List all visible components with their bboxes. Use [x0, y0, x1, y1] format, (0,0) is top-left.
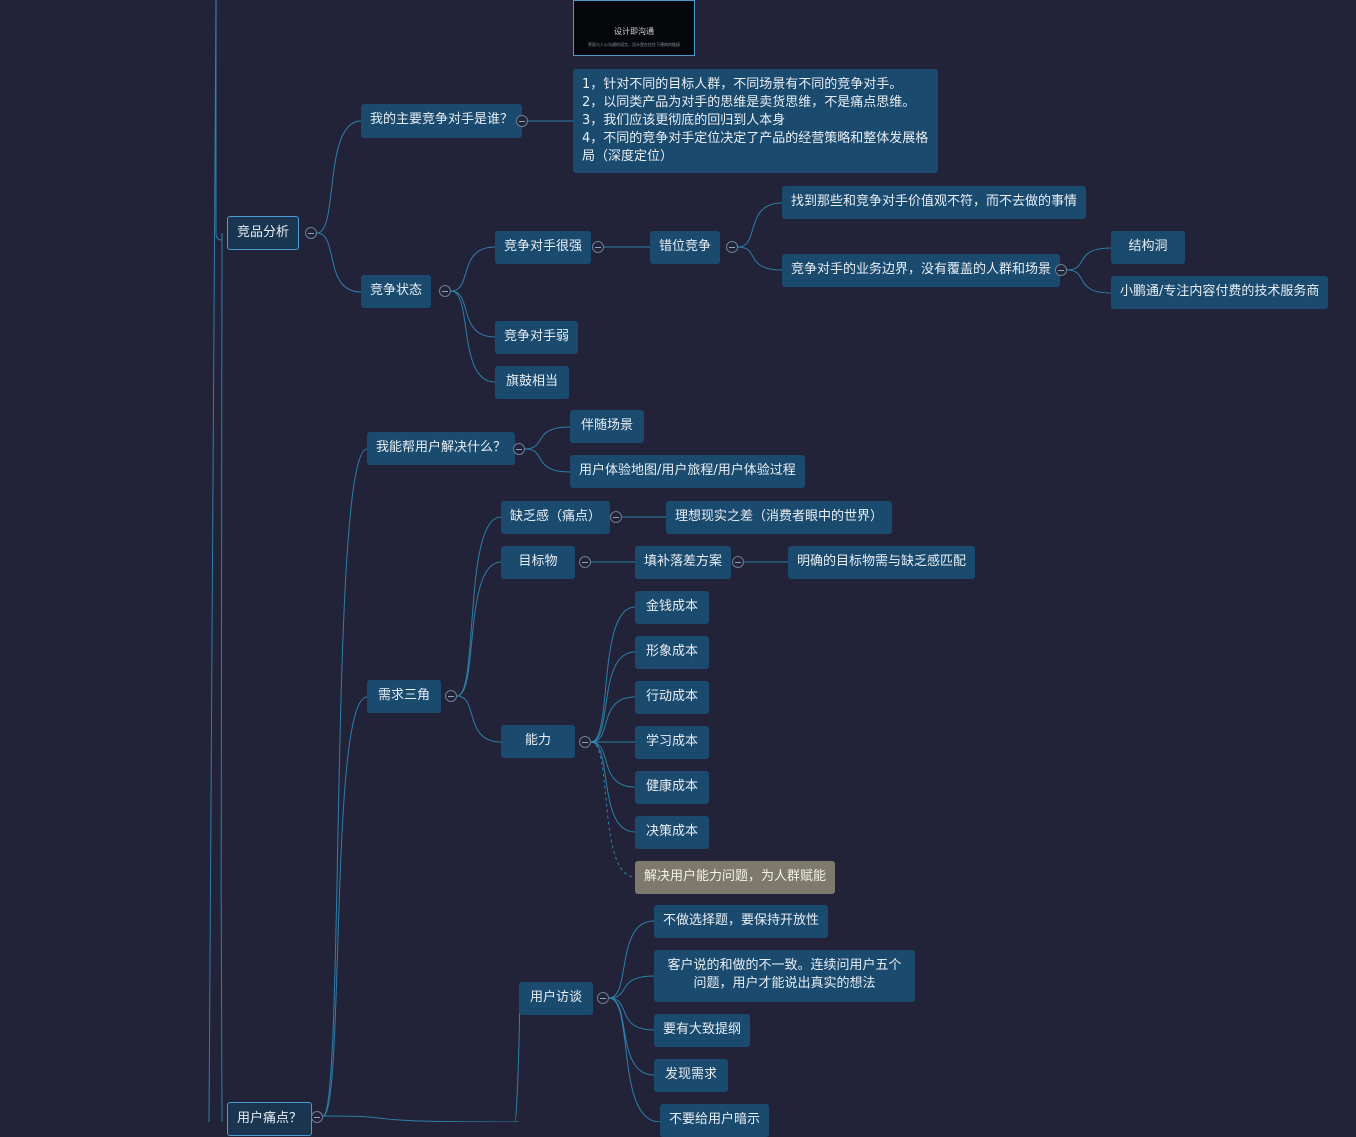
node-ask-five-questions[interactable]: 客户说的和做的不一致。连续问用户五个问题，用户才能说出真实的想法	[654, 950, 915, 1002]
connector-line	[608, 975, 655, 999]
node-sense-of-lack[interactable]: 缺乏感（痛点）	[501, 501, 611, 534]
connector-line	[590, 741, 636, 833]
node-ability[interactable]: 能力	[501, 725, 575, 758]
node-what-can-i-solve[interactable]: 我能帮用户解决什么？	[367, 432, 516, 465]
node-have-outline[interactable]: 要有大致提纲	[654, 1014, 751, 1047]
node-no-hints[interactable]: 不要给用户暗示	[660, 1104, 770, 1137]
node-action-cost[interactable]: 行动成本	[635, 681, 709, 714]
node-gap-filling-plan[interactable]: 填补落差方案	[635, 546, 732, 579]
connector-line	[514, 997, 521, 1122]
collapse-toggle-icon[interactable]	[579, 556, 591, 568]
node-keep-open-questions[interactable]: 不做选择题，要保持开放性	[654, 905, 829, 938]
node-structural-hole[interactable]: 结构洞	[1111, 231, 1185, 264]
collapse-toggle-icon[interactable]	[516, 115, 528, 127]
collapse-toggle-icon[interactable]	[610, 511, 622, 523]
collapse-toggle-icon[interactable]	[311, 1111, 323, 1123]
collapse-toggle-icon[interactable]	[597, 992, 609, 1004]
node-experience-map[interactable]: 用户体验地图/用户旅程/用户体验过程	[570, 455, 805, 488]
connector-line	[316, 120, 362, 234]
connector-line	[608, 997, 655, 1076]
node-user-pain-points[interactable]: 用户痛点？	[227, 1102, 313, 1136]
collapse-toggle-icon[interactable]	[726, 241, 738, 253]
node-find-value-gaps[interactable]: 找到那些和竞争对手价值观不符，而不去做的事情	[782, 186, 1087, 219]
connector-line	[322, 696, 368, 1117]
connector-line	[450, 246, 496, 292]
connector-line	[450, 290, 496, 338]
collapse-toggle-icon[interactable]	[439, 285, 451, 297]
thumbnail-title: 设计即沟通	[614, 27, 654, 36]
collapse-toggle-icon[interactable]	[305, 227, 317, 239]
connector-line	[590, 741, 636, 878]
collapse-toggle-icon[interactable]	[1055, 264, 1067, 276]
thumbnail-subtitle: 界面与人心沟通的语言，设计是在信任下建筑的链接	[588, 42, 680, 47]
node-target-object[interactable]: 目标物	[501, 546, 575, 579]
node-accompanying-scenes[interactable]: 伴随场景	[570, 410, 644, 443]
collapse-toggle-icon[interactable]	[513, 443, 525, 455]
node-main-competitor-question[interactable]: 我的主要竞争对手是谁？	[361, 104, 523, 138]
connector-line	[590, 651, 636, 743]
connector-line	[608, 997, 655, 1031]
connector-line	[737, 202, 783, 248]
connector-line	[590, 606, 636, 743]
connector-line	[590, 696, 636, 743]
node-differentiated-competition[interactable]: 错位竞争	[650, 231, 721, 264]
node-demand-triangle[interactable]: 需求三角	[367, 680, 441, 713]
connector-line	[1066, 269, 1112, 294]
node-image-cost[interactable]: 形象成本	[635, 636, 709, 669]
connector-line	[456, 561, 502, 697]
node-xiaopengtong[interactable]: 小鹏通/专注内容付费的技术服务商	[1111, 276, 1329, 309]
connector-line	[322, 448, 368, 1117]
connector-line	[1066, 247, 1112, 271]
node-health-cost[interactable]: 健康成本	[635, 771, 709, 804]
node-empower-users-note[interactable]: 解决用户能力问题，为人群赋能	[635, 861, 836, 894]
collapse-toggle-icon[interactable]	[445, 690, 457, 702]
node-money-cost[interactable]: 金钱成本	[635, 591, 709, 624]
node-clear-target-match[interactable]: 明确的目标物需与缺乏感匹配	[788, 546, 976, 579]
node-competitor-analysis[interactable]: 竞品分析	[227, 216, 300, 250]
node-learning-cost[interactable]: 学习成本	[635, 726, 709, 759]
connector-line	[215, 0, 223, 241]
connector-line	[322, 1115, 520, 1122]
node-user-interview[interactable]: 用户访谈	[519, 982, 593, 1015]
collapse-toggle-icon[interactable]	[579, 736, 591, 748]
connector-line	[737, 246, 783, 271]
collapse-toggle-icon[interactable]	[592, 241, 604, 253]
node-weak-competitor[interactable]: 竞争对手弱	[495, 321, 579, 354]
node-strong-competitor[interactable]: 竞争对手很强	[495, 231, 592, 264]
connector-line	[450, 290, 496, 383]
connector-line	[456, 695, 502, 743]
node-discover-needs[interactable]: 发现需求	[654, 1059, 728, 1092]
node-evenly-matched[interactable]: 旗鼓相当	[495, 366, 569, 399]
node-business-boundary[interactable]: 竞争对手的业务边界，没有覆盖的人群和场景	[782, 254, 1061, 287]
collapse-toggle-icon[interactable]	[732, 556, 744, 568]
connector-line	[524, 426, 571, 450]
node-competition-state[interactable]: 竞争状态	[361, 275, 432, 308]
connector-line	[608, 920, 655, 999]
connector-line	[316, 232, 362, 293]
node-competitor-notes[interactable]: 1，针对不同的目标人群，不同场景有不同的竞争对手。 2，以同类产品为对手的思维是…	[573, 69, 938, 173]
connector-line	[208, 0, 217, 1122]
connector-line	[608, 997, 661, 1122]
connector-line	[456, 516, 502, 697]
connector-line	[220, 232, 223, 1122]
node-decision-cost[interactable]: 决策成本	[635, 816, 709, 849]
node-ideal-reality-gap[interactable]: 理想现实之差（消费者眼中的世界）	[666, 501, 893, 534]
connector-line	[590, 741, 636, 788]
slide-thumbnail[interactable]: 设计即沟通 界面与人心沟通的语言，设计是在信任下建筑的链接	[573, 0, 695, 56]
connector-line	[524, 448, 571, 473]
